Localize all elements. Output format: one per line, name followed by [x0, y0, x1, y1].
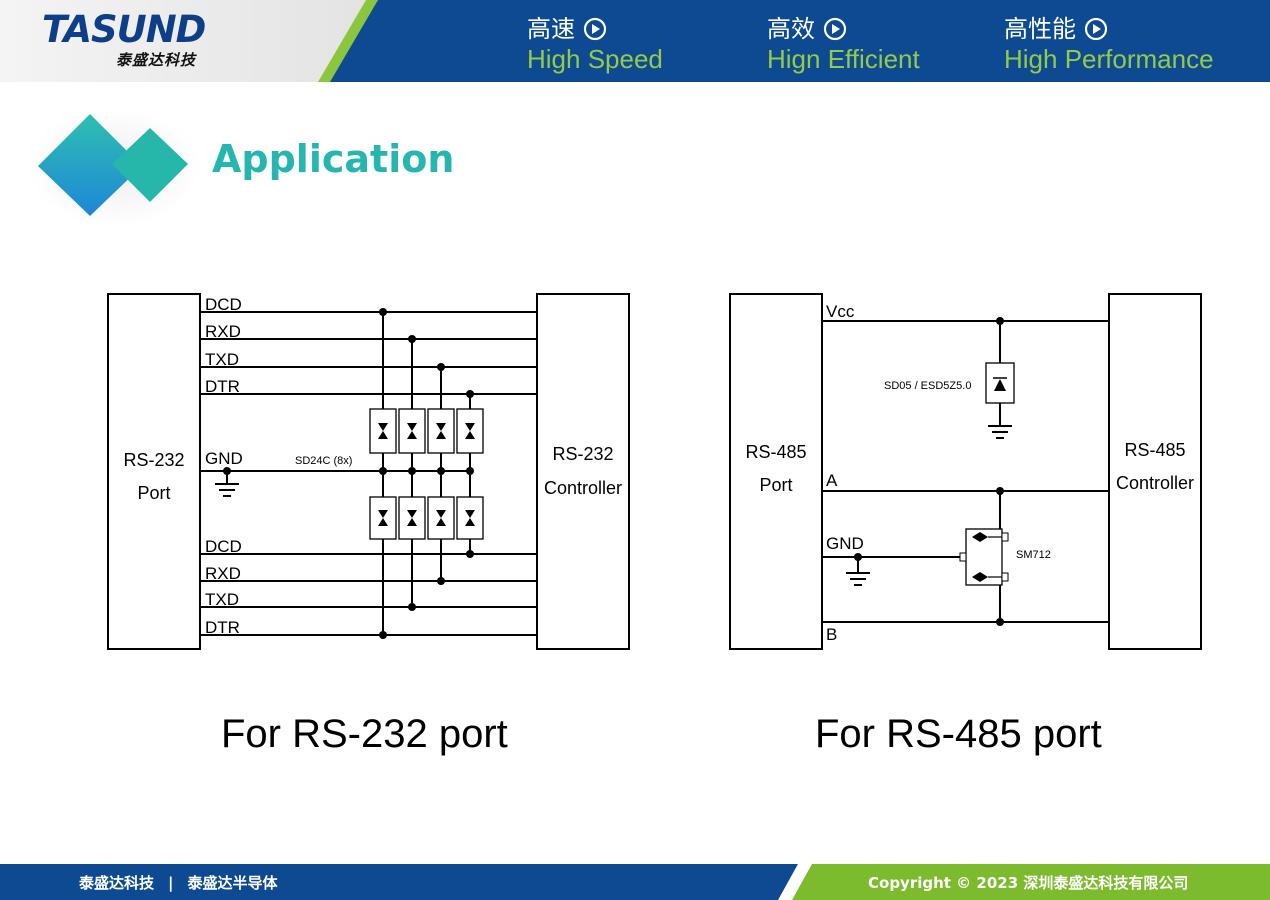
brand-logo[interactable]: TASUND 泰盛达科技 — [0, 0, 380, 82]
tvs-array-top — [369, 408, 484, 540]
rs232-label-dcd: DCD — [205, 295, 242, 314]
slogan-high-speed: 高速 High Speed — [527, 14, 663, 74]
slogan-cn: 高效 — [767, 15, 815, 43]
slogan-cn: 高速 — [527, 15, 575, 43]
rs232-label-txd: TXD — [205, 350, 239, 369]
footer-separator: | — [168, 874, 174, 892]
diamond-icon — [30, 108, 200, 228]
rs232-label-gnd: GND — [205, 449, 243, 468]
rs232-controller-label: RS-232 — [552, 444, 613, 464]
slogan-en: High Performance — [1004, 44, 1214, 74]
slogan-en: Hign Efficient — [767, 44, 920, 74]
footer-copyright: Copyright © 2023 深圳泰盛达科技有限公司 — [868, 874, 1189, 892]
rs232-caption: For RS-232 port — [221, 712, 508, 756]
footer-brand-1[interactable]: 泰盛达科技 — [79, 874, 155, 892]
rs485-tvs-label: SD05 / ESD5Z5.0 — [884, 380, 971, 392]
footer-brand-2[interactable]: 泰盛达半导体 — [187, 874, 278, 892]
tvs-diode-vcc — [985, 362, 1015, 404]
play-circle-icon — [823, 17, 847, 41]
header-background — [0, 0, 1270, 82]
rs485-label-vcc: Vcc — [826, 302, 855, 321]
rs232-label-rxd-2: RXD — [205, 564, 241, 583]
rs485-device-label: SM712 — [1016, 549, 1051, 561]
rs232-port-label: RS-232 — [123, 450, 184, 470]
rs232-label-dcd-2: DCD — [205, 537, 242, 556]
rs485-controller-label: RS-485 — [1124, 440, 1185, 460]
slogan-cn: 高性能 — [1004, 15, 1076, 43]
play-circle-icon — [583, 17, 607, 41]
rs485-label-gnd: GND — [826, 534, 864, 553]
footer-left: 泰盛达科技 | 泰盛达半导体 — [79, 872, 278, 893]
rs232-label-dtr-2: DTR — [205, 618, 240, 637]
footer-bar — [0, 864, 1270, 900]
logo-wordmark: TASUND — [42, 8, 206, 51]
rs232-schematic: DCD RXD TXD DTR GND DCD RXD TXD DTR SD24… — [107, 293, 630, 650]
rs232-label-rxd: RXD — [205, 322, 241, 341]
rs485-port-label-2: Port — [759, 475, 792, 495]
rs232-device-label: SD24C (8x) — [295, 455, 352, 467]
play-circle-icon — [1084, 17, 1108, 41]
rs485-controller-label-2: Controller — [1116, 473, 1194, 493]
section-title: Application — [212, 137, 455, 181]
rs485-label-b: B — [826, 625, 837, 644]
slogan-high-efficient: 高效 Hign Efficient — [767, 14, 920, 74]
sm712-device — [959, 528, 1009, 586]
rs485-schematic: Vcc A GND B SD05 / ESD5Z5.0 SM712 RS-485… — [729, 293, 1202, 650]
header-bar: TASUND 泰盛达科技 高速 High Speed 高效 Hign Effic… — [0, 0, 1270, 82]
rs485-caption: For RS-485 port — [815, 712, 1102, 756]
slogan-high-performance: 高性能 High Performance — [1004, 14, 1214, 74]
rs232-label-txd-2: TXD — [205, 590, 239, 609]
rs485-port-label: RS-485 — [745, 442, 806, 462]
rs232-label-dtr: DTR — [205, 377, 240, 396]
rs232-controller-label-2: Controller — [544, 478, 622, 498]
rs232-port-label-2: Port — [137, 483, 170, 503]
logo-subtitle: 泰盛达科技 — [116, 51, 197, 69]
slogan-en: High Speed — [527, 44, 663, 74]
rs485-label-a: A — [826, 471, 838, 490]
